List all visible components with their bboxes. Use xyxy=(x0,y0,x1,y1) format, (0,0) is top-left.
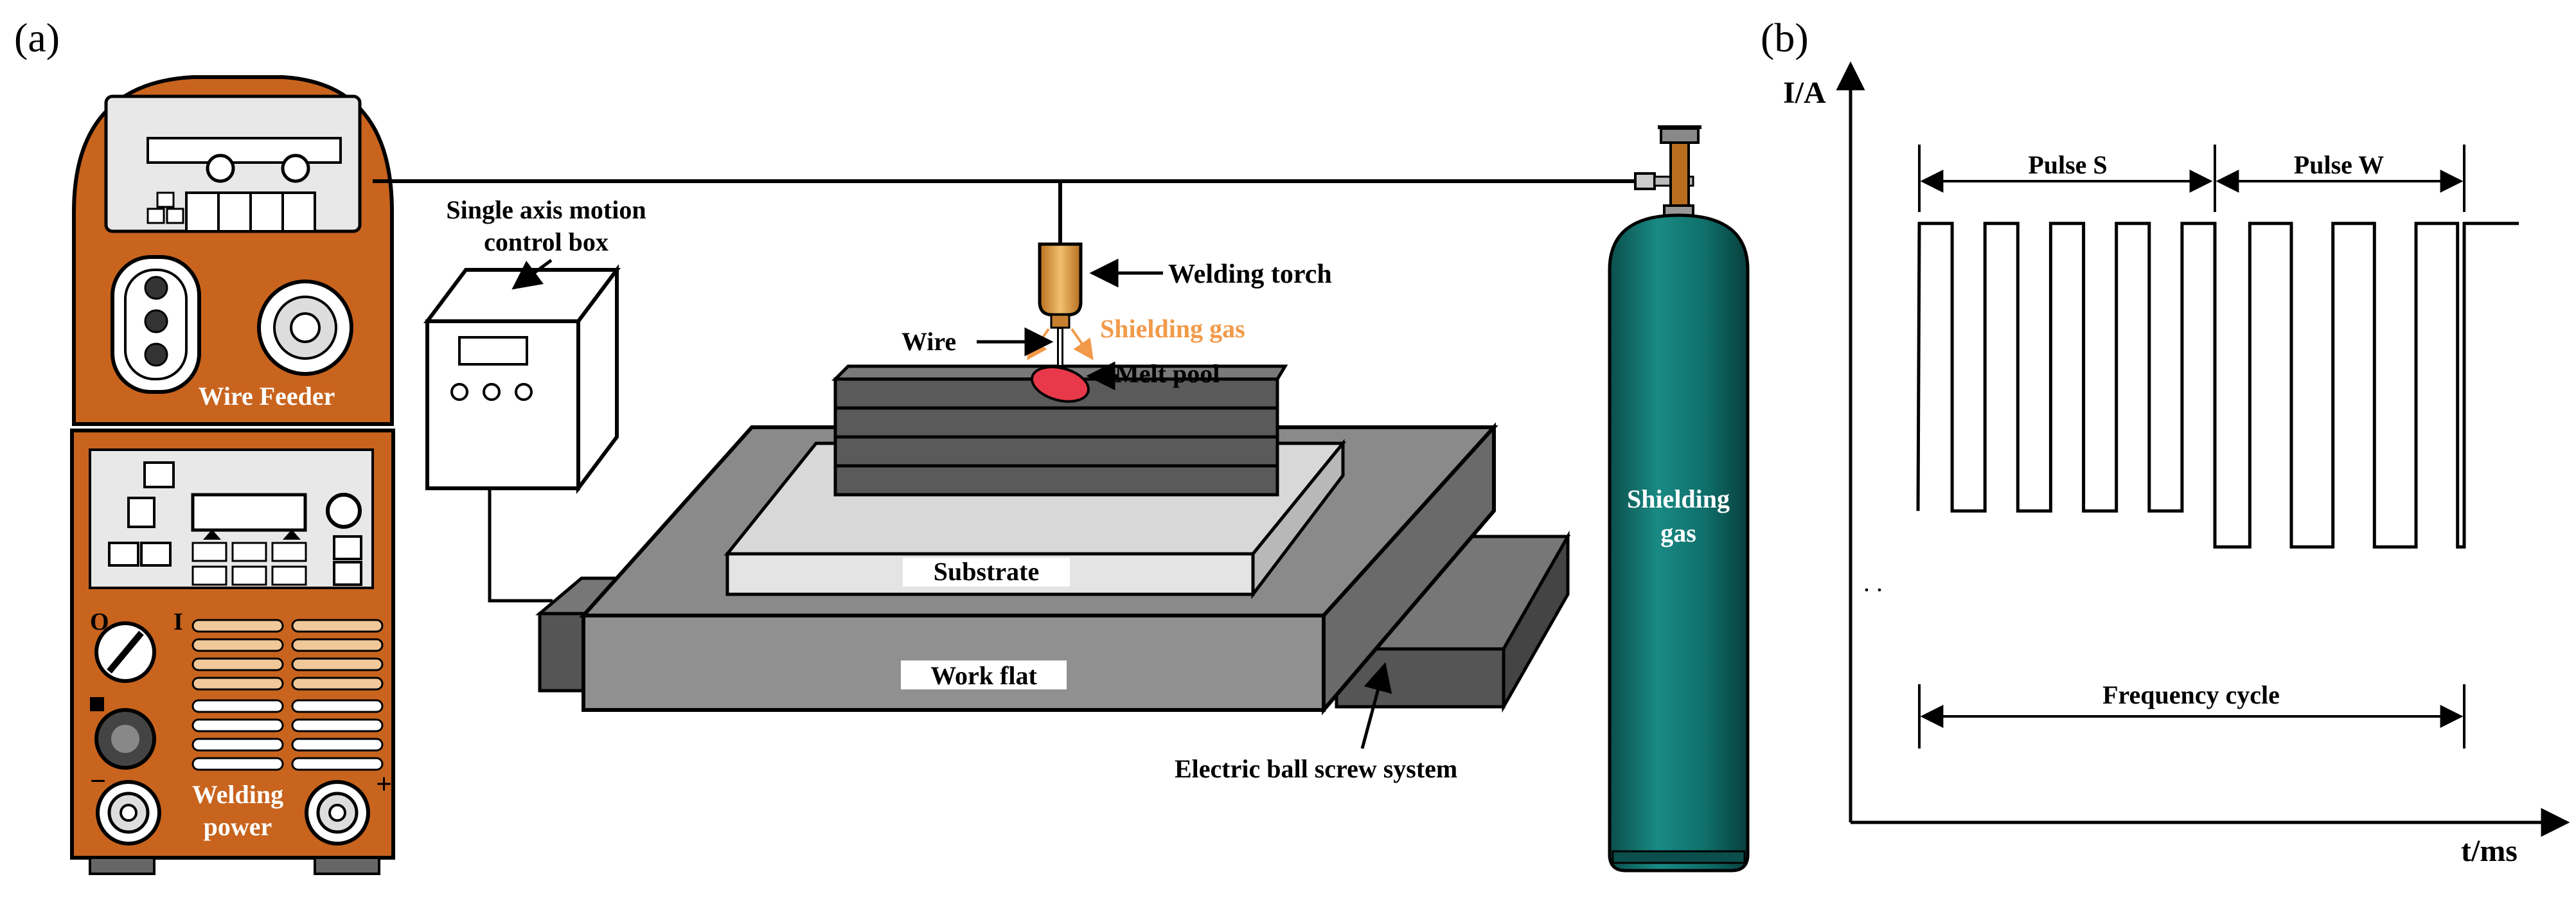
substrate-label: Substrate xyxy=(934,557,1039,586)
welding-power-label-1: Welding xyxy=(192,780,283,809)
y-axis-label: I/A xyxy=(1783,76,1826,110)
svg-text:−: − xyxy=(90,765,106,797)
gas-cylinder xyxy=(1608,125,1750,873)
pulse-s-label: Pulse S xyxy=(2028,150,2107,179)
baseline-mark: . . xyxy=(1863,568,1883,597)
cylinder-label-2: gas xyxy=(1660,518,1696,547)
melt-pool-label: Melt pool xyxy=(1115,359,1220,388)
wire-feeder-label: Wire Feeder xyxy=(199,382,335,411)
svg-text:I: I xyxy=(173,608,183,635)
ball-screw-label: Electric ball screw system xyxy=(1175,754,1457,783)
cylinder-label-1: Shielding xyxy=(1627,484,1730,513)
panel-a-label: (a) xyxy=(14,15,60,60)
control-cable xyxy=(488,488,553,603)
svg-text:+: + xyxy=(376,768,392,800)
pulse-waveform xyxy=(1916,222,2519,549)
svg-text:O: O xyxy=(90,608,109,635)
feeder-knob-1-icon xyxy=(206,154,235,183)
welding-torch xyxy=(1038,242,1083,366)
panel-b-label: (b) xyxy=(1761,15,1809,60)
work-flat-label: Work flat xyxy=(930,661,1037,690)
control-box-label-1: Single axis motion xyxy=(446,195,646,224)
deposited-layers xyxy=(831,364,1288,497)
control-box-label-2: control box xyxy=(484,227,608,256)
pulse-waveform-line xyxy=(1916,222,2519,549)
x-axis-label: t/ms xyxy=(2461,834,2518,868)
pulse-w-label: Pulse W xyxy=(2294,150,2384,179)
frequency-cycle-label: Frequency cycle xyxy=(2102,680,2280,709)
welding-torch-label: Welding torch xyxy=(1168,260,1332,289)
shielding-gas-label: Shielding gas xyxy=(1100,314,1245,343)
welding-power-label-2: power xyxy=(204,812,272,841)
melt-pool xyxy=(1031,366,1090,403)
welding-machine: Wire Feeder O I xyxy=(70,75,395,875)
control-box xyxy=(423,264,621,494)
power-icon xyxy=(143,461,175,488)
feeder-knob-2-icon xyxy=(281,154,310,183)
wire-label: Wire xyxy=(902,327,956,356)
